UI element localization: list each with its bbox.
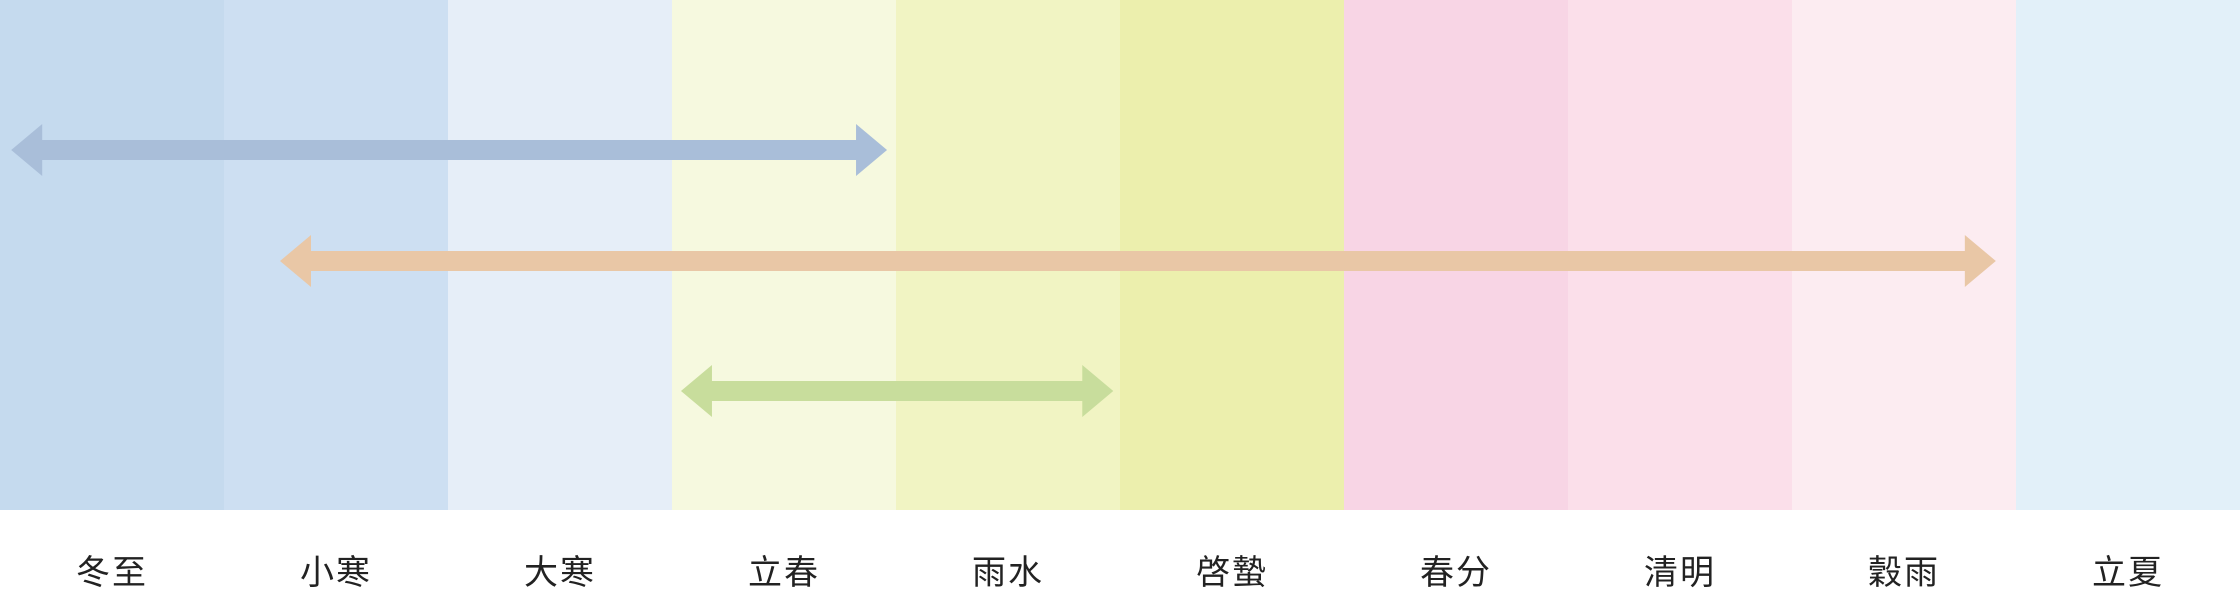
blue-span-arrow xyxy=(11,124,888,176)
term-label: 啓蟄 xyxy=(1196,553,1268,593)
green-span-arrow xyxy=(680,365,1114,417)
term-label: 春分 xyxy=(1420,553,1492,593)
term-label: 立春 xyxy=(748,553,820,593)
term-label: 大寒 xyxy=(524,553,596,593)
term-labels: 冬至 小寒 大寒 立春 雨水 啓蟄 春分 清明 穀雨 立夏 xyxy=(0,545,2240,594)
orange-span-arrow xyxy=(280,235,1996,287)
term-label: 小寒 xyxy=(300,553,372,593)
term-label: 清明 xyxy=(1644,553,1716,593)
term-column xyxy=(0,0,224,510)
term-label: 穀雨 xyxy=(1868,553,1940,593)
term-label: 立夏 xyxy=(2092,553,2164,593)
term-label: 雨水 xyxy=(972,553,1044,593)
span-arrows xyxy=(11,124,1996,417)
term-label: 冬至 xyxy=(76,553,148,593)
term-column xyxy=(2016,0,2240,510)
